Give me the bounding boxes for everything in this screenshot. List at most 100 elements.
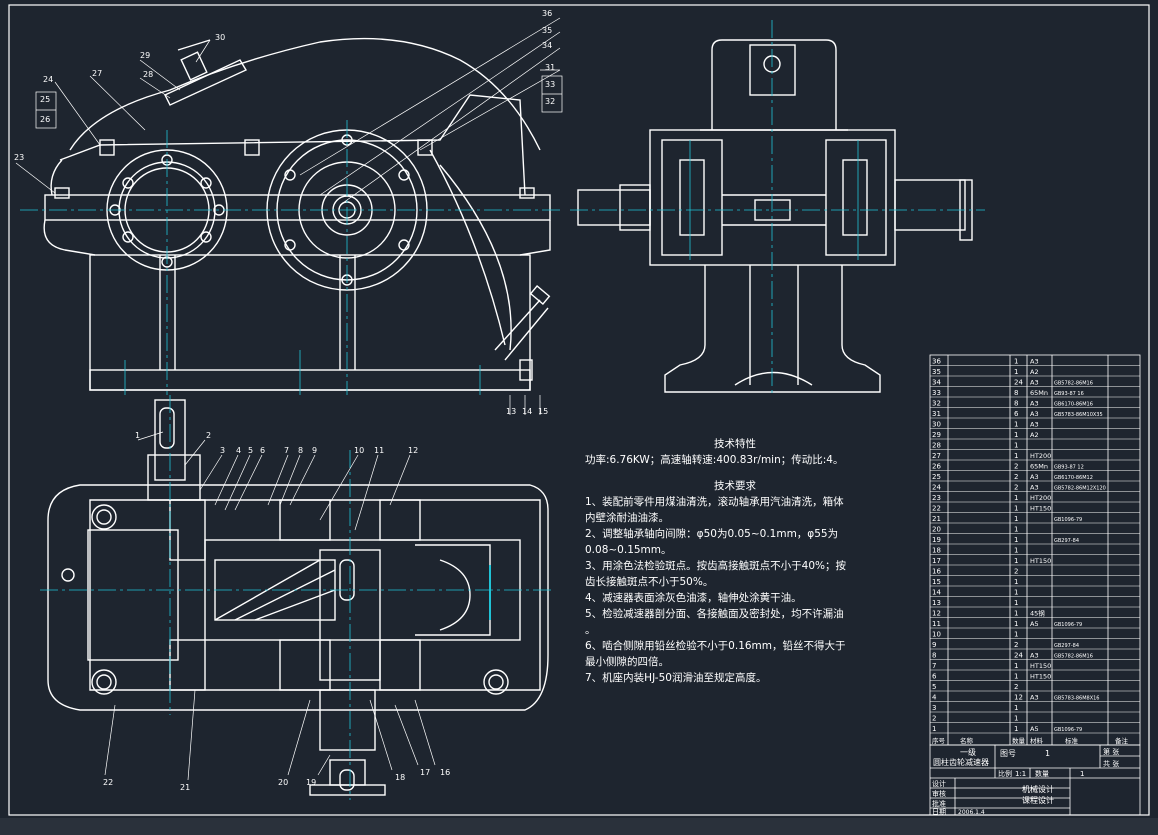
parts-cell: A3	[1030, 473, 1039, 481]
scale-value: 1:1	[1015, 770, 1026, 778]
design-label: 设计	[932, 779, 946, 788]
callout-16: 16	[440, 768, 450, 777]
parts-cell: 1	[1014, 547, 1018, 555]
parts-cell: 2	[1014, 683, 1018, 691]
parts-cell: 15	[932, 578, 941, 586]
callout-12: 12	[408, 446, 418, 455]
callout-25: 25	[40, 95, 50, 104]
parts-cell: 14	[932, 589, 941, 597]
parts-cell: 65Mn	[1030, 463, 1048, 471]
callout-9: 9	[312, 446, 317, 455]
parts-cell: 65Mn	[1030, 389, 1048, 397]
parts-cell: 45钢	[1030, 610, 1045, 618]
parts-cell: A2	[1030, 368, 1039, 376]
parts-cell: 27	[932, 452, 941, 460]
tech-req-line-9: 。	[585, 624, 596, 636]
front-leaders	[15, 17, 561, 415]
callout-24: 24	[43, 75, 53, 84]
parts-cell: GB93-87 16	[1054, 391, 1084, 397]
side-view	[577, 39, 973, 393]
parts-cell: HT150	[1030, 673, 1051, 681]
callout-23: 23	[14, 153, 24, 162]
top-centerlines	[40, 395, 555, 800]
drawing-border	[8, 4, 1150, 816]
parts-cell: GB1096-79	[1054, 517, 1082, 523]
top-callouts: 1 2 3 4 5 6 7 8 9 10 11 12 16 17 18 19 2…	[103, 431, 450, 792]
parts-cell: 32	[932, 400, 941, 408]
parts-cell: 2	[1014, 463, 1018, 471]
parts-cell: 1	[1014, 578, 1018, 586]
drawing-no: 1	[1045, 749, 1050, 758]
parts-header-cell: 标准	[1065, 736, 1079, 745]
parts-cell: 17	[932, 557, 941, 565]
course-1: 机械设计	[1022, 784, 1054, 794]
parts-cell: 2	[1014, 473, 1018, 481]
parts-cell: HT200	[1030, 452, 1051, 460]
tech-characteristics: 技术特性 功率:6.76KW；高速轴转速:400.83r/min；传动比:4。	[585, 436, 885, 468]
parts-cell: GB6170-86M12	[1054, 475, 1093, 481]
parts-cell: 1	[1014, 725, 1018, 733]
parts-cell: A3	[1030, 652, 1039, 660]
tech-req-line-5: 3、用涂色法检验斑点。按齿高接触斑点不小于40%；按	[585, 560, 847, 572]
parts-cell: 1	[1014, 442, 1018, 450]
title-name-1: 一级	[960, 747, 976, 757]
parts-cell: 26	[932, 463, 941, 471]
qty-value: 1	[1080, 770, 1084, 778]
parts-cell: 1	[1014, 610, 1018, 618]
callout-6: 6	[260, 446, 265, 455]
qty-label: 数量	[1035, 769, 1049, 778]
callout-33: 33	[545, 80, 555, 89]
parts-cell: 11	[932, 620, 941, 628]
parts-cell: GB5782-86M16	[1054, 654, 1093, 660]
parts-cell: GB5782-86M12X120	[1054, 486, 1106, 492]
callout-3: 3	[220, 446, 225, 455]
tech-req-line-8: 5、检验减速器剖分面、各接触面及密封处，均不许漏油	[585, 608, 844, 620]
date-value: 2006.1.4	[958, 809, 985, 816]
parts-cell: GB5783-86M10X35	[1054, 412, 1103, 418]
parts-cell: 24	[1014, 652, 1023, 660]
parts-cell: A3	[1030, 400, 1039, 408]
parts-cell: 18	[932, 547, 941, 555]
parts-cell: 1	[1014, 536, 1018, 544]
parts-cell: 7	[932, 662, 936, 670]
parts-cell: 2	[1014, 568, 1018, 576]
parts-cell: A2	[1030, 431, 1039, 439]
tech-char-title: 技术特性	[714, 438, 756, 450]
parts-cell: 2	[1014, 484, 1018, 492]
parts-cell: GB297-84	[1054, 643, 1079, 649]
parts-cell: GB93-87 12	[1054, 465, 1084, 471]
parts-cell: GB1096-79	[1054, 727, 1082, 733]
parts-cell: 8	[932, 652, 936, 660]
parts-header-cell: 材料	[1030, 736, 1044, 745]
title-name-2: 圆柱齿轮减速器	[933, 757, 989, 767]
callout-26: 26	[40, 115, 50, 124]
parts-cell: GB5782-86M16	[1054, 381, 1093, 387]
tech-req-line-10: 6、啮合侧隙用铅丝检验不小于0.16mm，铅丝不得大于	[585, 640, 846, 652]
parts-cell: A3	[1030, 484, 1039, 492]
parts-cell: 8	[1014, 400, 1018, 408]
parts-cell: A3	[1030, 379, 1039, 387]
parts-cell: 3	[932, 704, 936, 712]
parts-cell: 24	[932, 484, 941, 492]
parts-cell: HT200	[1030, 494, 1051, 502]
check-label: 审核	[932, 789, 946, 798]
tech-req-line-6: 齿长接触斑点不小于50%。	[585, 576, 714, 588]
front-callouts: 36 35 34 33 32 31 30 29 28 27 24 25 26 2…	[14, 9, 555, 416]
callout-8: 8	[298, 446, 303, 455]
parts-cell: 29	[932, 431, 941, 439]
parts-cell: 30	[932, 421, 941, 429]
parts-cell: 1	[1014, 358, 1018, 366]
scale-label: 比例	[998, 769, 1012, 778]
parts-cell: 6	[932, 673, 937, 681]
parts-cell: 1	[1014, 673, 1018, 681]
drawing-no-label: 图号	[1000, 749, 1016, 758]
callout-17: 17	[420, 768, 430, 777]
parts-cell: 4	[932, 694, 937, 702]
tech-req-line-3: 2、调整轴承轴向间隙：φ50为0.05~0.1mm，φ55为	[585, 528, 839, 540]
tech-requirements: 技术要求 1、装配前零件用煤油清洗，滚动轴承用汽油清洗，箱体 内壁涂耐油油漆。 …	[585, 478, 885, 686]
parts-cell: 9	[932, 641, 936, 649]
front-centerlines	[20, 120, 560, 395]
parts-cell: 1	[1014, 704, 1018, 712]
